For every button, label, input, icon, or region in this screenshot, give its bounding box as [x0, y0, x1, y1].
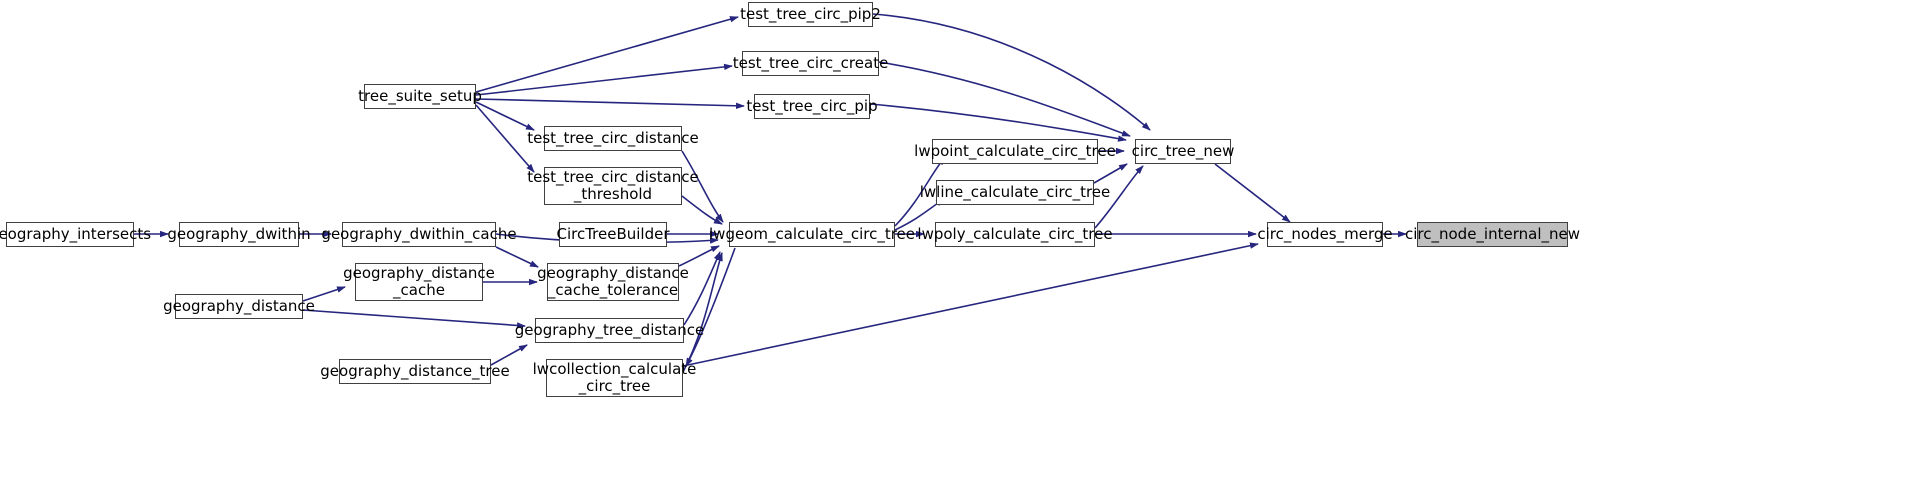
graph-node-geography-tree-distance[interactable]: geography_tree_distance — [515, 318, 704, 343]
graph-edge — [1214, 163, 1291, 223]
graph-node-geography-dwithin-cache[interactable]: geography_dwithin_cache — [321, 222, 517, 247]
graph-edge — [1094, 165, 1144, 229]
graph-edge — [475, 16, 739, 93]
graph-edge — [685, 247, 736, 367]
graph-node-geography-distance-cache-tol[interactable]: geography_distance _cache_tolerance — [537, 263, 689, 301]
graph-edge — [872, 13, 1151, 131]
graph-node-geography-distance[interactable]: geography_distance — [163, 294, 315, 319]
graph-node-geography-intersects[interactable]: geography_intersects — [0, 222, 151, 247]
graph-node-label: test_tree_circ_distance — [527, 129, 699, 147]
graph-node-label: circ_nodes_merge — [1257, 225, 1393, 243]
graph-edge — [475, 101, 535, 131]
graph-node-geography-dwithin[interactable]: geography_dwithin — [167, 222, 311, 247]
graph-node-label: test_tree_circ_create — [732, 54, 889, 72]
graph-node-label: CircTreeBuilder — [556, 225, 670, 243]
graph-edge — [878, 61, 1131, 137]
graph-edge — [475, 104, 535, 173]
graph-node-test-tree-circ-create[interactable]: test_tree_circ_create — [733, 51, 888, 76]
graph-node-geography-distance-cache[interactable]: geography_distance _cache — [343, 263, 495, 301]
graph-node-label: geography_distance _cache_tolerance — [537, 264, 689, 299]
graph-node-label: lwline_calculate_circ_tree — [919, 183, 1111, 201]
graph-node-label: geography_intersects — [0, 225, 152, 243]
graph-node-label: tree_suite_setup — [358, 87, 482, 105]
graph-node-lwgeom-calculate-circ-tree[interactable]: lwgeom_calculate_circ_tree — [709, 222, 915, 247]
graph-edge — [678, 245, 720, 267]
graph-edge — [475, 98, 745, 109]
graph-node-label: lwcollection_calculate _circ_tree — [532, 360, 697, 395]
graph-node-lwline-calculate-circ-tree[interactable]: lwline_calculate_circ_tree — [920, 180, 1110, 205]
graph-node-test-tree-circ-pip[interactable]: test_tree_circ_pip — [746, 94, 878, 119]
graph-edge — [681, 150, 724, 223]
graph-node-label: geography_dwithin — [167, 225, 311, 243]
graph-node-label: test_tree_circ_pip — [746, 97, 878, 115]
graph-node-label: circ_node_internal_new — [1405, 225, 1580, 243]
graph-edge — [302, 286, 346, 302]
graph-edge — [302, 309, 526, 329]
graph-node-test-tree-circ-distance[interactable]: test_tree_circ_distance — [527, 126, 699, 151]
graph-node-label: lwpoly_calculate_circ_tree — [917, 225, 1113, 243]
graph-edge — [495, 246, 539, 268]
graph-node-label: lwgeom_calculate_circ_tree — [709, 225, 915, 243]
graph-node-label: circ_tree_new — [1131, 142, 1235, 160]
graph-node-label: test_tree_circ_distance _threshold — [527, 168, 699, 203]
graph-edge — [683, 251, 721, 326]
graph-node-label: geography_tree_distance — [514, 321, 705, 339]
graph-node-lwcollection-calculate-circ-tree[interactable]: lwcollection_calculate _circ_tree — [533, 359, 696, 397]
graph-node-test-tree-circ-pip2[interactable]: test_tree_circ_pip2 — [740, 2, 881, 27]
graph-edge — [682, 242, 1259, 367]
graph-node-lwpoly-calculate-circ-tree[interactable]: lwpoly_calculate_circ_tree — [917, 222, 1113, 247]
graph-node-label: geography_distance — [163, 297, 315, 315]
graph-node-tree-suite-setup[interactable]: tree_suite_setup — [358, 84, 482, 109]
graph-node-geography-distance-tree[interactable]: geography_distance_tree — [320, 359, 510, 384]
graph-node-label: lwpoint_calculate_circ_tree — [914, 142, 1116, 160]
graph-node-test-tree-circ-distance-thr[interactable]: test_tree_circ_distance _threshold — [527, 167, 699, 205]
graph-node-label: test_tree_circ_pip2 — [740, 5, 881, 23]
graph-node-label: geography_distance _cache — [343, 264, 495, 299]
graph-node-label: geography_distance_tree — [320, 362, 510, 380]
graph-edge — [475, 63, 733, 96]
graph-edge — [490, 344, 528, 366]
graph-node-CircTreeBuilder[interactable]: CircTreeBuilder — [556, 222, 670, 247]
graph-node-circ-nodes-merge[interactable]: circ_nodes_merge — [1257, 222, 1393, 247]
graph-edge — [1093, 163, 1128, 184]
graph-node-circ-tree-new[interactable]: circ_tree_new — [1132, 139, 1234, 164]
graph-node-label: geography_dwithin_cache — [321, 225, 517, 243]
graph-edge — [869, 103, 1127, 142]
graph-edge — [681, 195, 723, 225]
graph-node-circ-node-internal-new[interactable]: circ_node_internal_new — [1405, 222, 1580, 247]
graph-node-lwpoint-calculate-circ-tree[interactable]: lwpoint_calculate_circ_tree — [914, 139, 1116, 164]
